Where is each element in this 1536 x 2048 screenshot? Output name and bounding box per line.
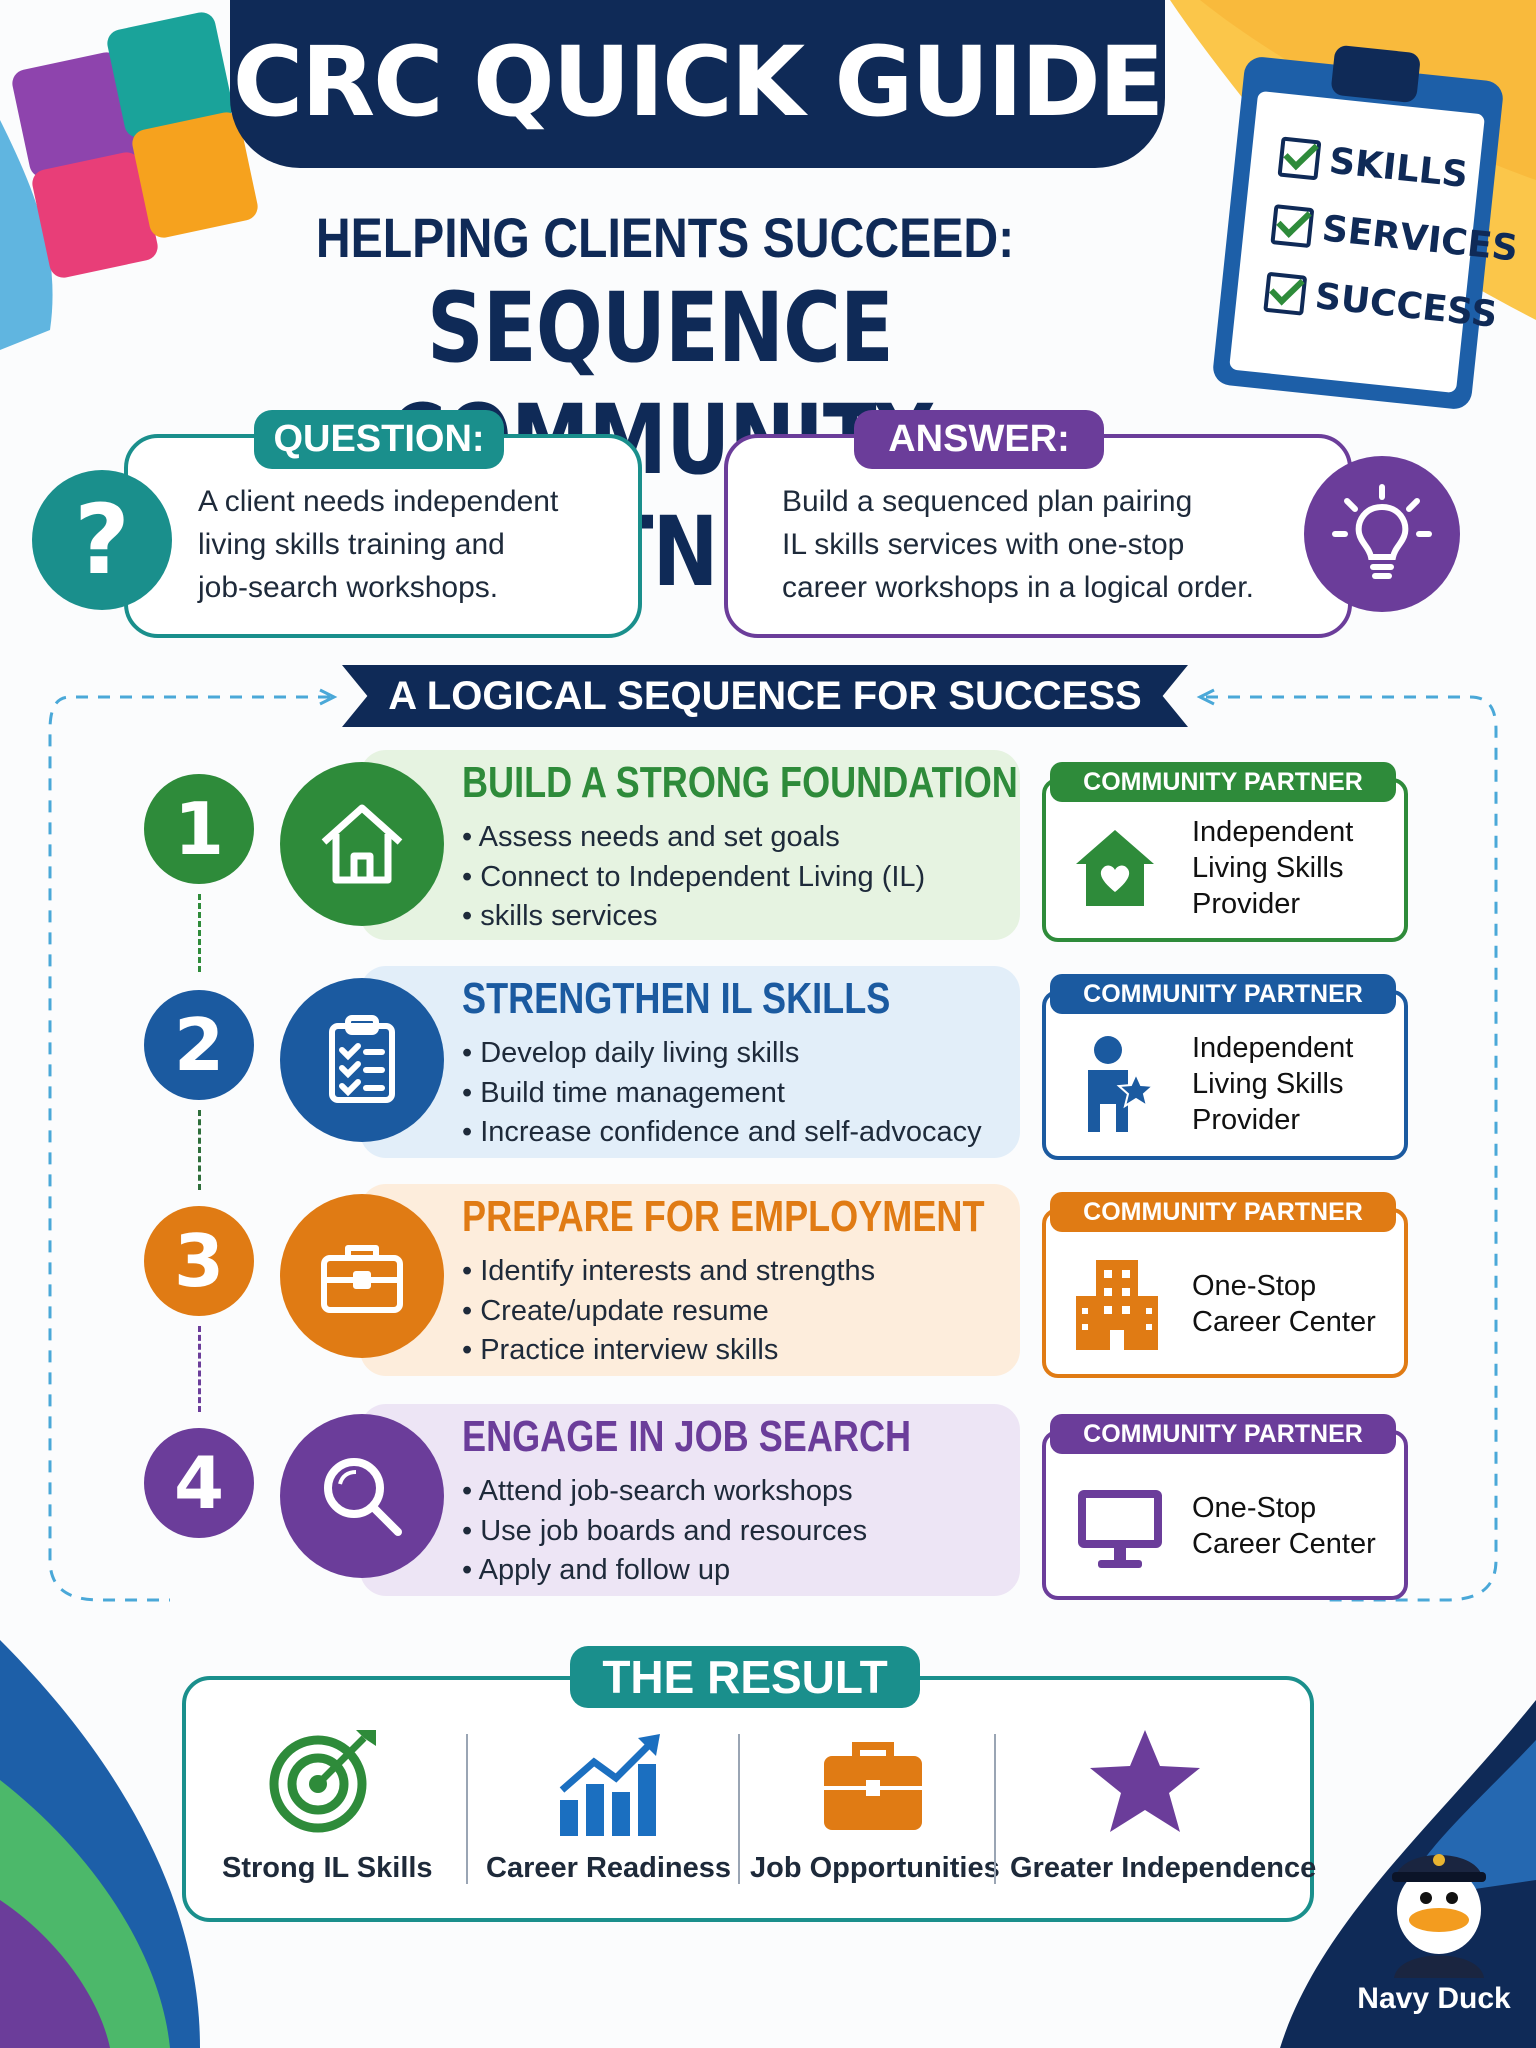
partner-line: Career Center: [1192, 1306, 1376, 1338]
step-bullets: Identify interests and strengths Create/…: [462, 1252, 1022, 1371]
target-icon: [264, 1726, 384, 1841]
sequence-banner: A LOGICAL SEQUENCE FOR SUCCESS: [342, 665, 1188, 727]
partner-name: Independent Living Skills Provider: [1192, 814, 1353, 922]
question-line: job-search workshops.: [198, 571, 499, 604]
divider: [738, 1734, 740, 1884]
checklist-label: SUCCESS: [1312, 275, 1500, 336]
checklist-label: SERVICES: [1320, 208, 1520, 270]
checkbox-icon: [1270, 203, 1315, 248]
bullet-item: Apply and follow up: [462, 1551, 1022, 1591]
growth-chart-icon: [554, 1730, 664, 1845]
answer-line: IL skills services with one-stop: [782, 528, 1185, 561]
checklist-label: SKILLS: [1327, 140, 1470, 197]
result-item-label: Greater Independence: [1010, 1852, 1317, 1884]
partner-line: Independent: [1192, 1032, 1354, 1064]
title-banner: [230, 0, 1165, 168]
clipboard-icon: SKILLS SERVICES SUCCESS: [1211, 44, 1520, 411]
partner-label: COMMUNITY PARTNER: [1050, 1414, 1396, 1454]
step-number: 3: [144, 1206, 254, 1316]
briefcase-icon: [818, 1738, 928, 1839]
answer-line: Build a sequenced plan pairing: [782, 485, 1193, 518]
question-line: A client needs independent: [198, 485, 559, 518]
person-star-icon: [1078, 1034, 1158, 1139]
checkbox-icon: [1263, 271, 1308, 316]
checklist-paper: SKILLS SERVICES SUCCESS: [1229, 90, 1520, 394]
partner-line: One-Stop: [1192, 1270, 1317, 1302]
bullet-item: Connect to Independent Living (IL): [462, 858, 1022, 898]
result-item-label: Career Readiness: [486, 1852, 732, 1884]
step-bullets: Assess needs and set goals Connect to In…: [462, 818, 1022, 937]
partner-label: COMMUNITY PARTNER: [1050, 974, 1396, 1014]
question-text: A client needs independent living skills…: [198, 480, 618, 609]
partner-name: One-Stop Career Center: [1192, 1490, 1376, 1562]
bullet-item: Practice interview skills: [462, 1331, 1022, 1371]
question-mark-icon: ?: [32, 470, 172, 610]
clip-icon: [1330, 44, 1422, 104]
down-arrow: [198, 894, 201, 972]
down-arrow: [198, 1110, 201, 1190]
answer-label: ANSWER:: [854, 410, 1104, 469]
mascot-name: Navy Duck: [1357, 1982, 1511, 2015]
page-title: CRC QUICK GUIDE: [232, 26, 1165, 138]
partner-line: Living Skills: [1192, 852, 1344, 884]
answer-line: career workshops in a logical order.: [782, 571, 1254, 604]
step-bullets: Develop daily living skills Build time m…: [462, 1034, 1022, 1153]
partner-line: Independent: [1192, 816, 1354, 848]
bullet-item: Create/update resume: [462, 1292, 1022, 1332]
step-number: 2: [144, 990, 254, 1100]
partner-line: Living Skills: [1192, 1068, 1344, 1100]
question-line: living skills training and: [198, 528, 505, 561]
divider: [466, 1734, 468, 1884]
bullet-item: Use job boards and resources: [462, 1512, 1022, 1552]
step-title: ENGAGE IN JOB SEARCH: [462, 1412, 912, 1461]
result-item-label: Job Opportunities: [750, 1852, 1000, 1884]
partner-label: COMMUNITY PARTNER: [1050, 1192, 1396, 1232]
partner-line: Career Center: [1192, 1528, 1376, 1560]
checkbox-icon: [1277, 135, 1322, 180]
checklist-item: SUCCESS: [1263, 271, 1499, 336]
step-title: BUILD A STRONG FOUNDATION: [462, 758, 1018, 807]
checklist-item: SERVICES: [1270, 203, 1520, 270]
duck-mascot-icon: [1374, 1818, 1504, 1983]
magnifier-icon: [280, 1414, 444, 1578]
step-title: STRENGTHEN IL SKILLS: [462, 974, 891, 1023]
subtitle: HELPING CLIENTS SUCCEED:: [315, 206, 1015, 269]
bullet-item: Identify interests and strengths: [462, 1252, 1022, 1292]
bullet-item: Assess needs and set goals: [462, 818, 1022, 858]
house-icon: [280, 762, 444, 926]
step-title: PREPARE FOR EMPLOYMENT: [462, 1192, 985, 1241]
step-number: 1: [144, 774, 254, 884]
partner-name: Independent Living Skills Provider: [1192, 1030, 1353, 1138]
monitor-icon: [1074, 1486, 1166, 1577]
result-label: THE RESULT: [570, 1646, 920, 1708]
step-bullets: Attend job-search workshops Use job boar…: [462, 1472, 1022, 1591]
star-icon: [1086, 1726, 1204, 1843]
briefcase-icon: [280, 1194, 444, 1358]
bullet-item: Increase confidence and self-advocacy: [462, 1113, 1022, 1153]
checklist-icon: [280, 978, 444, 1142]
result-item-label: Strong IL Skills: [222, 1852, 433, 1884]
answer-text: Build a sequenced plan pairing IL skills…: [782, 480, 1302, 609]
divider: [994, 1734, 996, 1884]
down-arrow: [198, 1326, 201, 1412]
building-icon: [1072, 1256, 1162, 1357]
partner-line: Provider: [1192, 888, 1300, 920]
question-label: QUESTION:: [254, 410, 504, 469]
bullet-item: Develop daily living skills: [462, 1034, 1022, 1074]
partner-name: One-Stop Career Center: [1192, 1268, 1376, 1340]
step-number: 4: [144, 1428, 254, 1538]
checklist-item: SKILLS: [1277, 135, 1470, 197]
partner-label: COMMUNITY PARTNER: [1050, 762, 1396, 802]
bullet-item: skills services: [462, 897, 1022, 937]
lightbulb-icon: [1304, 456, 1460, 612]
bullet-item: Build time management: [462, 1074, 1022, 1114]
bullet-item: Attend job-search workshops: [462, 1472, 1022, 1512]
partner-line: One-Stop: [1192, 1492, 1317, 1524]
heart-house-icon: [1070, 822, 1160, 917]
partner-line: Provider: [1192, 1104, 1300, 1136]
